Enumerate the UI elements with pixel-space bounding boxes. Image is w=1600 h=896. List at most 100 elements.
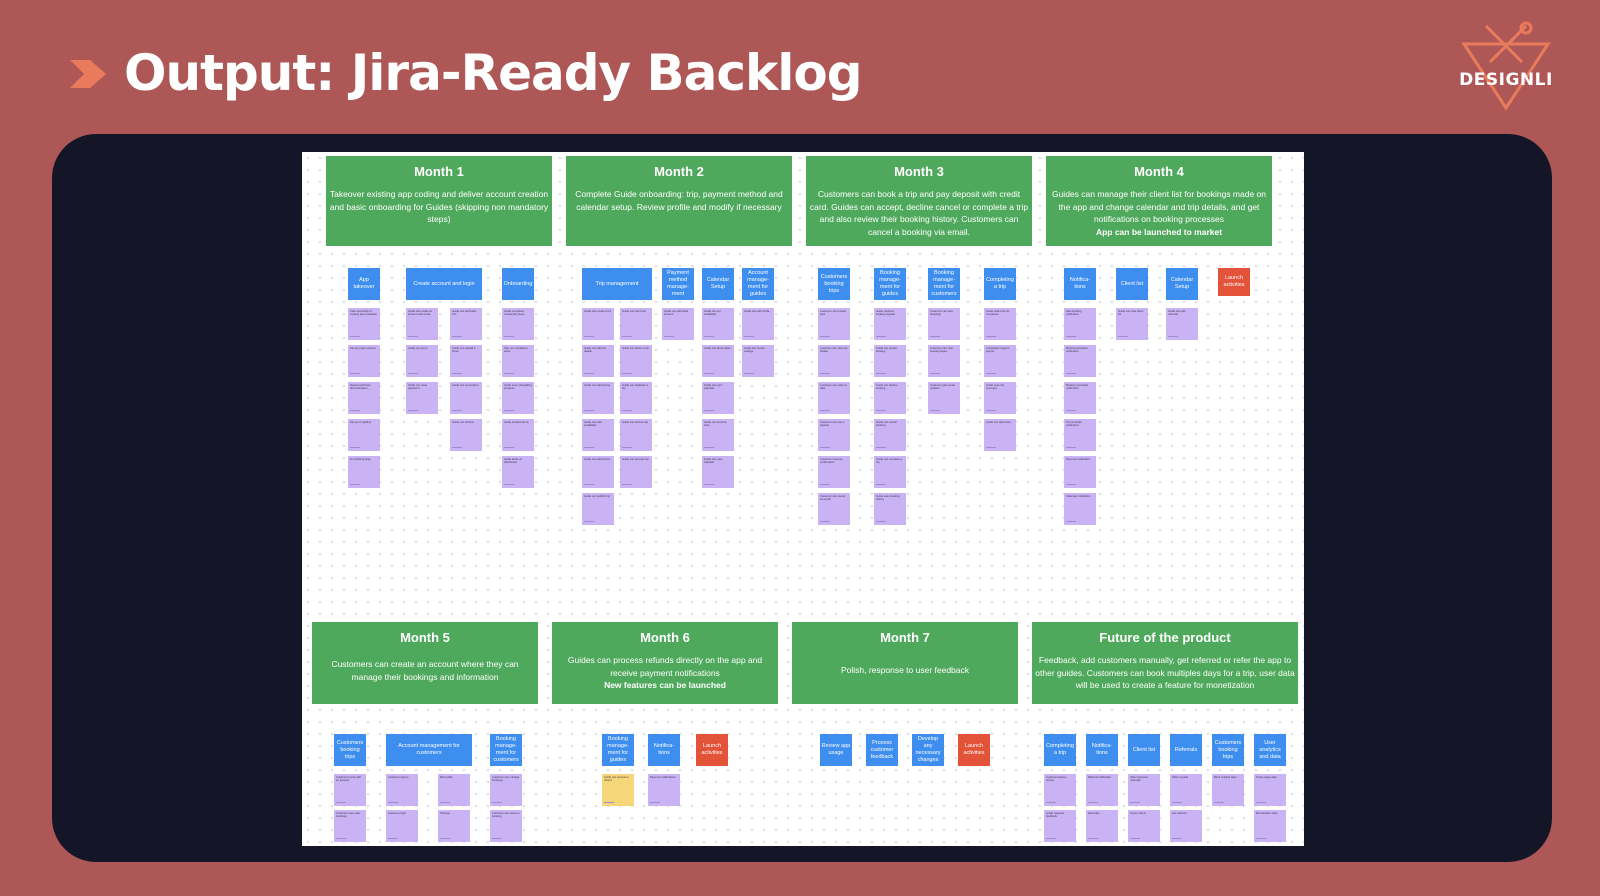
month-description: Guides can manage their client list for …: [1046, 188, 1272, 238]
story-card: Guide can publish trip: [582, 493, 614, 525]
story-card: Fix blocking bugs: [348, 456, 380, 488]
story-card: Customer gets email updates: [928, 382, 960, 414]
month-description: Takeover existing app coding and deliver…: [329, 189, 549, 224]
story-card: Guide can accept booking: [874, 345, 906, 377]
month-title: Month 7: [880, 630, 930, 645]
epic-review-app-usage: Review app usage: [820, 734, 852, 766]
epic-launch-activities: Launch activities: [958, 734, 990, 766]
month-card: Month 3 Customers can book a trip and pa…: [806, 156, 1032, 246]
story-card: Guide can edit profile: [742, 308, 774, 340]
story-card: Guide can edit a trip: [620, 308, 652, 340]
story-card: Guide can upload a photo: [450, 345, 482, 377]
epic-develop-changes: Develop any necessary changes: [912, 734, 944, 766]
story-card: Guide can add basic info: [450, 308, 482, 340]
story-card: Import clients: [1128, 810, 1160, 842]
story-card: Edit profile: [438, 774, 470, 806]
story-card: Track usage data: [1254, 774, 1286, 806]
month-title: Month 4: [1134, 164, 1184, 179]
story-card: Guide can reset password: [406, 382, 438, 414]
epic-calendar-setup: Calendar Setup: [702, 268, 734, 300]
epic-customers-booking: Customers booking trips: [1212, 734, 1244, 766]
story-card: Booking cancelled notification: [1064, 382, 1096, 414]
story-card: Customer receives confirmation: [818, 456, 850, 488]
epic-account-management-guides: Account manage-ment for guides: [742, 268, 774, 300]
month-highlight: New features can be launched: [604, 680, 726, 690]
story-card: Monetization data: [1254, 810, 1286, 842]
story-card: Guide can add bank account: [662, 308, 694, 340]
month-title: Month 2: [654, 164, 704, 179]
epic-booking-management-customers: Booking manage-ment for customers: [490, 734, 522, 766]
story-card: Customer can view bookings: [928, 308, 960, 340]
story-card: Guide can create a trip: [582, 308, 614, 340]
epic-trip-management: Trip management: [582, 268, 652, 300]
month-title: Month 6: [640, 630, 690, 645]
story-card: Customer login: [386, 810, 418, 842]
story-card: Guide can block dates: [702, 345, 734, 377]
brand-name: DESIGNLI: [1459, 70, 1553, 90]
story-card: Set up project access: [348, 345, 380, 377]
epic-customers-booking: Customers booking trips: [818, 268, 850, 300]
story-card: Guide can archive trip: [620, 419, 652, 451]
epic-completing-trip: Completing a trip: [984, 268, 1016, 300]
epic-notifications: Notifica-tions: [1064, 268, 1096, 300]
story-card: Guide can complete a trip: [874, 456, 906, 488]
story-card: Reminder: [1086, 810, 1118, 842]
story-card: Refer a guide: [1170, 774, 1202, 806]
story-card: Settings: [438, 810, 470, 842]
month-card: Month 1 Takeover existing app coding and…: [326, 156, 552, 246]
month-description: Customers can create an account where th…: [331, 659, 519, 682]
story-card: Guide completes onboarding steps: [502, 308, 534, 340]
month-card: Month 5 Customers can create an account …: [312, 622, 538, 704]
epic-client-list: Client list: [1116, 268, 1148, 300]
story-card: Guide can decline booking: [874, 382, 906, 414]
month-card: Month 7 Polish, response to user feedbac…: [792, 622, 1018, 704]
chevron-right-icon: [70, 60, 106, 88]
epic-launch-activities: Launch activities: [1218, 268, 1250, 296]
story-card: Take ownership of existing app codebase: [348, 308, 380, 340]
story-card: Trip reminder notification: [1064, 419, 1096, 451]
story-card: Guide can view calendar: [702, 456, 734, 488]
story-card: Payment notifications: [648, 774, 680, 806]
story-card: Customer can view trip details: [818, 345, 850, 377]
story-card: Guide can add trip details: [582, 345, 614, 377]
backlog-board: Month 1 Takeover existing app coding and…: [302, 152, 1304, 846]
story-card: Add customers manually: [1128, 774, 1160, 806]
month-card: Month 2 Complete Guide onboarding: trip,…: [566, 156, 792, 246]
story-card: Customer can view booking status: [928, 345, 960, 377]
epic-account-management-customers: Account management for customers: [386, 734, 472, 766]
story-card: Guide can process a refund: [602, 774, 634, 806]
epic-user-analytics: User analytics and data: [1254, 734, 1286, 766]
epic-app-takeover: App takeover: [348, 268, 380, 300]
story-card: Get referred: [1170, 810, 1202, 842]
story-card: Guide can sync calendar: [702, 382, 734, 414]
story-card: Guide accepts terms: [502, 419, 534, 451]
epic-calendar-setup: Calendar Setup: [1166, 268, 1198, 300]
story-card: New booking notification: [1064, 308, 1096, 340]
epic-launch-activities: Launch activities: [696, 734, 728, 766]
story-card: Customer can manage bookings: [490, 774, 522, 806]
story-card: Skip non mandatory steps: [502, 345, 534, 377]
brand-logo: DESIGNLI: [1456, 20, 1556, 112]
epic-notifications: Notifica-tions: [648, 734, 680, 766]
story-card: Guide can review settings: [742, 345, 774, 377]
story-card: Calendar notification: [1064, 493, 1096, 525]
epic-booking-management-guides: Booking manage-ment for guides: [874, 268, 906, 300]
month-highlight: App can be launched to market: [1095, 226, 1223, 237]
story-card: Guide can view client list: [1116, 308, 1148, 340]
story-card: Guide can log in: [406, 345, 438, 377]
story-card: Booking accepted notification: [1064, 345, 1096, 377]
story-card: Guide can create an account with email: [406, 308, 438, 340]
month-title: Month 1: [414, 164, 464, 179]
epic-client-list: Client list: [1128, 734, 1160, 766]
epic-payment-method: Payment method manage-ment: [662, 268, 694, 300]
story-card: Customer can cancel via email: [818, 493, 850, 525]
month-title: Future of the product: [1099, 630, 1231, 645]
story-card: Customer books with an account: [334, 774, 366, 806]
month-description: Feedback, add customers manually, get re…: [1035, 655, 1295, 690]
epic-process-feedback: Process customer feedback: [866, 734, 898, 766]
epic-referrals: Referrals: [1170, 734, 1202, 766]
story-card: Guide can edit calendar: [1166, 308, 1198, 340]
month-description: Complete Guide onboarding: trip, payment…: [575, 189, 783, 212]
story-card: Guide sees booking history: [874, 493, 906, 525]
story-card: Guide sees trip summary: [984, 382, 1016, 414]
